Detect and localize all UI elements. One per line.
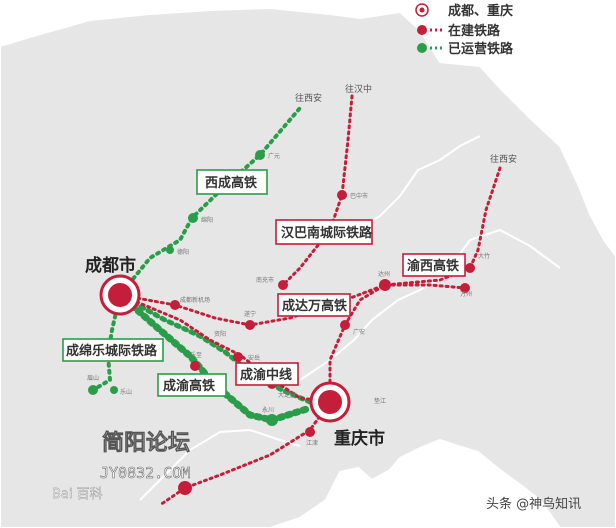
rail-xian-east bbox=[468, 166, 502, 270]
station-dazhou bbox=[379, 279, 391, 291]
watermark-forum: 简阳论坛 bbox=[102, 430, 190, 456]
city-chongqing-marker bbox=[309, 381, 351, 423]
rail-chengdawan bbox=[118, 283, 467, 327]
legend-under-construction: 在建铁路 bbox=[448, 23, 501, 39]
small-place-labels: 广元 绵阳 德阳 巴中市 南充市 达州 万州 大竹 广安 遂宁 成都新机场 资阳… bbox=[87, 152, 490, 447]
svg-text:成绵乐城际铁路: 成绵乐城际铁路 bbox=[66, 343, 158, 359]
stations bbox=[88, 150, 475, 495]
region-border bbox=[139, 428, 301, 501]
svg-text:成达万高铁: 成达万高铁 bbox=[282, 298, 347, 314]
legend-construction-icon bbox=[417, 25, 442, 35]
label-lezhi: 成都新机场 bbox=[180, 296, 210, 304]
dest-xian-north: 往西安 bbox=[295, 92, 322, 104]
label-yuxi: 渝西高铁 bbox=[402, 253, 466, 277]
legend-operation-icon bbox=[417, 43, 442, 53]
label-chengdawan: 成达万高铁 bbox=[277, 293, 351, 317]
label-dazhu: 大竹 bbox=[478, 252, 490, 260]
svg-text:成渝高铁: 成渝高铁 bbox=[163, 378, 215, 394]
dest-hanzhong: 往汉中 bbox=[345, 83, 372, 95]
station-ziyang bbox=[190, 361, 200, 371]
station-leshan bbox=[110, 386, 118, 394]
label-chengmianle: 成绵乐城际铁路 bbox=[62, 338, 164, 362]
station-bazhong bbox=[337, 190, 347, 200]
city-chongqing-label: 重庆市 bbox=[334, 428, 385, 449]
label-mianyang: 绵阳 bbox=[201, 216, 213, 224]
svg-text:汉巴南城际铁路: 汉巴南城际铁路 bbox=[281, 225, 373, 241]
station-jiangjin bbox=[305, 427, 315, 437]
label-jianyang: 乐至 bbox=[190, 352, 202, 359]
credit-text: 头条 @神鸟知讯 bbox=[486, 496, 581, 512]
legend-city-icon bbox=[415, 3, 429, 17]
station-deyang bbox=[166, 246, 174, 254]
rail-chengyu-2 bbox=[117, 292, 313, 405]
station-wanzhou bbox=[460, 283, 470, 293]
station-lezhi bbox=[170, 300, 180, 310]
label-xicheng: 西成高铁 bbox=[196, 169, 268, 195]
station-meishan bbox=[88, 385, 98, 395]
label-dazu: 大足区 bbox=[278, 391, 296, 399]
label-leshan: 乐山 bbox=[120, 388, 132, 396]
label-dazhou: 达州 bbox=[378, 270, 390, 278]
svg-text:渝西高铁: 渝西高铁 bbox=[407, 258, 459, 274]
dest-xian-east: 往西安 bbox=[490, 153, 517, 165]
station-south bbox=[178, 481, 192, 495]
label-hanbanan: 汉巴南城际铁路 bbox=[275, 219, 373, 245]
svg-text:西成高铁: 西成高铁 bbox=[205, 175, 257, 191]
label-ziyang: 资阳 bbox=[214, 330, 226, 338]
label-chengyu: 成渝高铁 bbox=[157, 373, 227, 397]
station-anyue bbox=[233, 352, 243, 362]
city-chengdu-marker bbox=[99, 274, 141, 316]
watermark-url: JY0832.COM bbox=[100, 464, 190, 482]
rail-yuxi bbox=[328, 266, 472, 404]
legend: 成都、重庆 在建铁路 已运营铁路 bbox=[415, 3, 514, 57]
station-dazhu bbox=[465, 263, 475, 273]
region-border bbox=[299, 228, 561, 381]
label-meishan: 眉山 bbox=[87, 374, 99, 382]
legend-cities: 成都、重庆 bbox=[448, 3, 513, 19]
watermark-baike: Bai 百科 bbox=[52, 487, 103, 502]
label-yongchuan: 永川 bbox=[262, 406, 274, 414]
label-guangyuan: 广元 bbox=[268, 152, 280, 160]
legend-in-operation: 已运营铁路 bbox=[448, 41, 514, 57]
label-anyue: 安岳 bbox=[248, 354, 260, 362]
label-nanchong: 南充市 bbox=[256, 276, 274, 284]
station-guangan bbox=[340, 320, 350, 330]
label-chengyuzhong: 成渝中线 bbox=[235, 362, 299, 386]
label-jiangjin: 江津 bbox=[306, 440, 318, 447]
label-wanzhou: 万州 bbox=[460, 291, 472, 298]
city-chengdu-label: 成都市 bbox=[85, 255, 136, 276]
station-yongchuan bbox=[266, 414, 278, 426]
station-mianyang bbox=[188, 213, 198, 223]
station-suining bbox=[245, 320, 255, 330]
rail-south bbox=[158, 400, 332, 507]
label-bazhong: 巴中市 bbox=[350, 192, 368, 200]
rail-hanbanan bbox=[281, 94, 354, 287]
land-region bbox=[0, 6, 616, 528]
svg-text:成渝中线: 成渝中线 bbox=[240, 367, 292, 383]
label-deyang: 德阳 bbox=[177, 248, 189, 256]
station-nanchong bbox=[278, 280, 288, 290]
station-guangyuan bbox=[255, 150, 265, 160]
label-guangan: 广安 bbox=[353, 328, 365, 336]
label-suining: 遂宁 bbox=[244, 310, 256, 318]
label-dianjiang: 垫江 bbox=[374, 397, 386, 405]
